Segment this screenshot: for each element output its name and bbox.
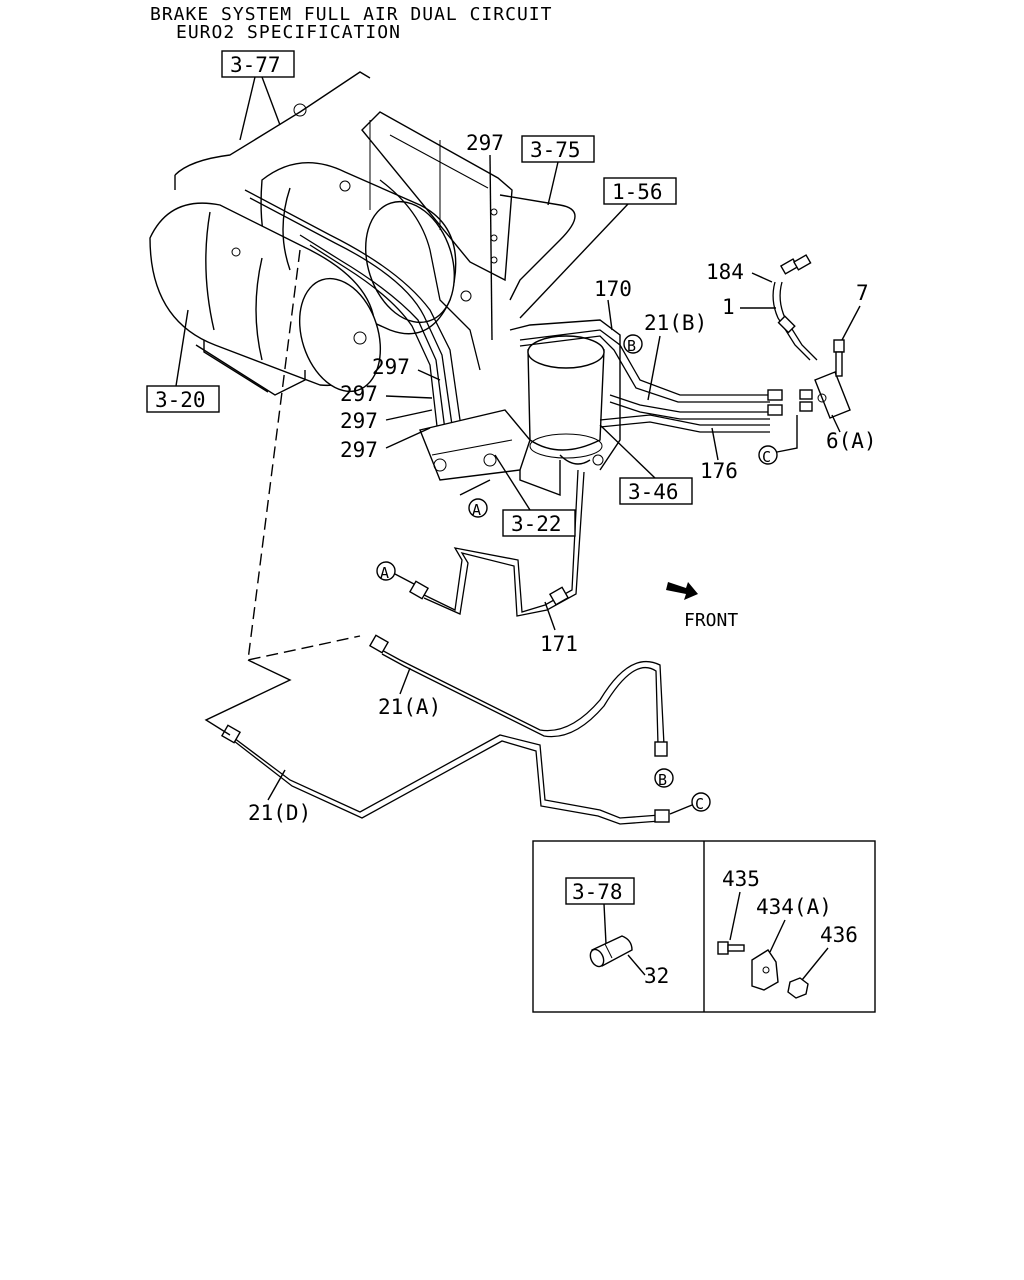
part-434a: 434(A)	[756, 895, 832, 919]
part-1: 1	[722, 295, 735, 319]
bolt-7	[833, 339, 845, 377]
ref-3-75-box	[521, 135, 595, 163]
marker-b-upper: B	[623, 334, 643, 355]
ref-1-56: 1-56	[612, 180, 663, 204]
part-297-c: 297	[340, 409, 378, 433]
part-32: 32	[644, 964, 669, 988]
ref-3-78: 3-78	[572, 880, 623, 904]
part-6a: 6(A)	[826, 429, 877, 453]
part-170: 170	[594, 277, 632, 301]
ref-3-46: 3-46	[628, 480, 679, 504]
ref-3-78-box	[565, 877, 635, 905]
ref-3-22: 3-22	[511, 512, 562, 536]
part-21d: 21(D)	[248, 801, 311, 825]
part-297-d: 297	[340, 438, 378, 462]
ref-3-75: 3-75	[530, 138, 581, 162]
part-184: 184	[706, 260, 744, 284]
ref-3-77-box	[221, 50, 295, 78]
ref-3-77: 3-77	[230, 53, 281, 77]
svg-text:A: A	[380, 564, 389, 582]
part-297-b: 297	[340, 382, 378, 406]
pipe-3-75	[499, 194, 576, 301]
diagram-subtitle: EURO2 SPECIFICATION	[176, 22, 401, 43]
pipes-to-6a	[519, 329, 770, 433]
ref-3-20: 3-20	[155, 388, 206, 412]
diagram-title: BRAKE SYSTEM FULL AIR DUAL CIRCUIT	[150, 4, 552, 25]
marker-b-lower: B	[654, 768, 674, 789]
marker-a-lower: A	[376, 561, 415, 585]
part-7: 7	[856, 281, 869, 305]
ref-3-22-box	[502, 509, 576, 537]
fitting-6a	[767, 371, 851, 419]
ref-3-20-box	[146, 385, 220, 413]
svg-text:B: B	[658, 771, 667, 789]
sleeve-32	[589, 935, 633, 968]
leader-3-77-dash	[247, 249, 361, 661]
part-435: 435	[722, 867, 760, 891]
pipe-21a	[377, 647, 665, 746]
marker-c-lower: C	[669, 792, 711, 815]
front-arrow-icon	[666, 582, 698, 600]
marker-c-upper: C	[758, 415, 798, 466]
svg-text:C: C	[762, 448, 771, 466]
tank-pipe-top	[174, 71, 371, 176]
bolt-435	[717, 941, 745, 955]
part-297-top: 297	[466, 131, 504, 155]
clip-434a	[751, 949, 779, 991]
part-176: 176	[700, 459, 738, 483]
air-dryer-assembly	[419, 319, 621, 497]
ref-1-56-box	[603, 177, 677, 205]
air-tanks	[149, 111, 513, 396]
part-21a: 21(A)	[378, 695, 441, 719]
part-436: 436	[820, 923, 858, 947]
part-297-a: 297	[372, 355, 410, 379]
front-label: FRONT	[684, 610, 738, 631]
hose-184	[772, 254, 818, 361]
pipe-21d	[229, 734, 661, 819]
pipe-bundle-297	[244, 179, 481, 436]
pipe-171	[417, 469, 579, 613]
part-21b: 21(B)	[644, 311, 707, 335]
svg-text:B: B	[627, 337, 636, 355]
svg-text:C: C	[695, 795, 704, 813]
svg-text:A: A	[472, 501, 481, 519]
ref-3-46-box	[619, 477, 693, 505]
nut-436	[787, 977, 809, 999]
marker-a-upper: A	[459, 479, 491, 519]
part-171: 171	[540, 632, 578, 656]
